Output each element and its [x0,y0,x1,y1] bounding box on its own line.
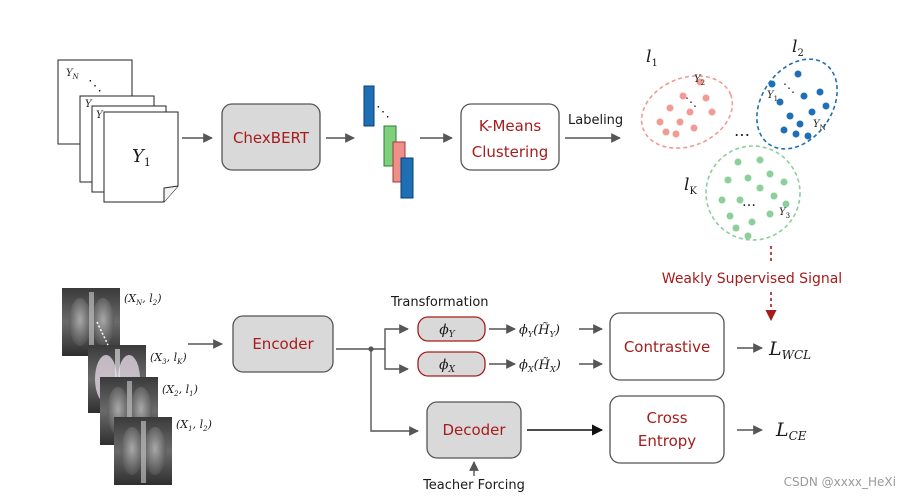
xray-image-n [62,288,120,356]
phi-y-box [417,316,486,342]
xray-image-stack: (XN, l2) (X3, lK) (X2, l1) (X1, l2) [62,288,212,485]
phi-y-output-label: ϕY(H̃Y) [519,322,560,339]
kmeans-block: K-Means Clustering [460,103,560,171]
encoder-label: Encoder [252,335,314,353]
cluster-lk: … Y3 lK [684,145,801,241]
arrow-to-phi-y [371,324,409,350]
cluster-l1-points [656,78,716,138]
phi-x-block: ϕX [417,351,486,377]
document-fold [163,185,179,202]
xray-pair-n-label: (XN, l2) [124,292,162,307]
cluster-lk-name: lK [684,175,697,197]
doc-n-label: YN [66,68,80,81]
encoder-block: Encoder [232,315,334,373]
cross-entropy-block: Cross Entropy [609,395,725,464]
arrow-to-decoder [370,349,419,436]
kmeans-label-line1: K-Means [479,117,542,135]
cluster-l2-points [768,70,830,140]
cluster-l2-y1-label: Y1 [767,90,778,103]
kmeans-box [460,103,560,171]
xray-pair-3-label: (X3, lK) [150,351,187,366]
wcl-loss-label: LWCL [768,338,811,362]
cluster-l2: Y1 ⋱ YN l2 [756,37,838,150]
doc-1-label: Y1 [132,146,151,169]
chexbert-label: ChexBERT [233,129,310,147]
cluster-l1-boundary [640,75,734,149]
cluster-lk-ellipsis: … [742,194,756,210]
embedding-blue-bottom [400,157,414,199]
teacher-forcing-label: Teacher Forcing [422,478,525,493]
cluster-l2-yn-label: YN [813,119,826,132]
weak-signal-label: Weakly Supervised Signal [662,271,842,287]
doc-2-label: Y [96,110,104,121]
report-document-stack: YN ⋱ Y Y Y1 [57,59,179,203]
xray-pair-2-label: (X2, l1) [162,383,198,398]
decoder-label: Decoder [442,421,506,439]
cluster-l2-dots: ⋱ [783,81,795,95]
cross-entropy-box [609,395,725,464]
chexbert-block: ChexBERT [221,103,321,171]
cluster-l1-y-label: Y2 [694,74,705,87]
cluster-lk-boundary [705,145,801,241]
cross-entropy-label-line1: Cross [646,409,687,427]
embedding-vectors: ⋱ [363,85,414,199]
cluster-l1-name: l1 [646,47,658,69]
cluster-l1-dots: ⋱ [685,95,697,109]
phi-x-output-label: ϕX(H̃X) [519,357,561,374]
ce-loss-label: LCE [775,419,807,443]
cluster-lk-points [718,156,790,240]
embedding-dots: ⋱ [376,104,390,120]
embedding-blue-top [363,85,375,127]
phi-y-block: ϕY [417,316,486,342]
transformation-label: Transformation [390,295,489,310]
contrastive-block: Contrastive [609,312,725,381]
phi-y-label: ϕY [439,322,456,340]
arrow-to-phi-x [384,349,409,374]
cross-entropy-label-line2: Entropy [638,432,696,450]
xray-pair-1-label: (X1, l2) [176,418,212,433]
cluster-l1: Y2 ⋱ l1 [640,47,734,149]
doc-3-label: Y [85,99,93,110]
chexbert-box [221,103,321,171]
watermark: CSDN @xxxx_HeXi [784,475,896,489]
encoder-box [232,315,334,373]
decoder-box [426,401,522,459]
xray-image-1 [114,417,172,485]
contrastive-box [609,312,725,381]
cluster-lk-y-label: Y3 [779,207,790,220]
xray-stack-dots [96,321,109,346]
decoder-block: Decoder [426,401,522,459]
phi-x-label: ϕX [439,357,456,375]
labeling-label: Labeling [568,113,623,128]
kmeans-label-line2: Clustering [472,143,548,161]
cluster-l2-name: l2 [792,37,804,59]
phi-x-box [417,351,486,377]
doc-stack-dots: ⋱ [88,78,102,94]
contrastive-label: Contrastive [624,338,710,356]
clusters-ellipsis: … [734,121,750,140]
